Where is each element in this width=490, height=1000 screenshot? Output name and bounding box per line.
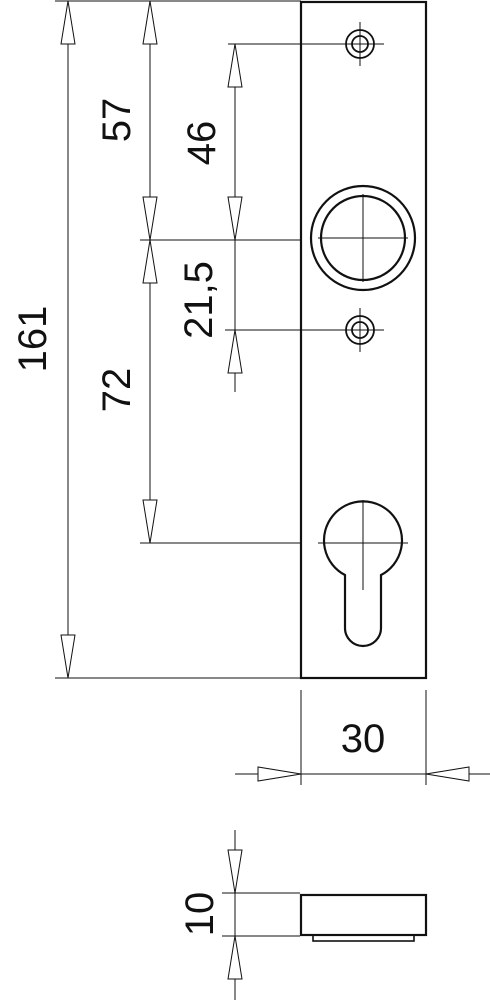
dimension-30: 30 <box>235 717 490 782</box>
dim-label-plate-thickness: 10 <box>178 892 222 937</box>
dimension-10: 10 <box>178 830 243 1000</box>
dimension-161: 161 <box>11 0 76 679</box>
middle-screw-hole <box>336 308 384 352</box>
dim-label-center-to-cylinder: 72 <box>95 368 139 413</box>
dim-label-overall-height: 161 <box>11 306 55 373</box>
dim-label-plate-width: 30 <box>341 717 386 761</box>
cylinder-cutout <box>318 500 408 648</box>
rosette-hole <box>309 184 417 292</box>
dim-label-top-to-center: 57 <box>95 98 139 143</box>
extension-lines <box>55 0 427 937</box>
top-screw-hole <box>336 22 384 66</box>
dimension-21-5: 21,5 <box>177 240 243 392</box>
dimension-72: 72 <box>95 239 158 544</box>
dimension-46: 46 <box>180 43 243 241</box>
dim-label-center-to-screw: 21,5 <box>177 261 221 339</box>
escutcheon-plate-front <box>299 0 428 680</box>
dim-label-screw-spacing: 46 <box>180 121 224 166</box>
escutcheon-plate-side <box>299 893 428 942</box>
dimension-57: 57 <box>95 0 158 241</box>
